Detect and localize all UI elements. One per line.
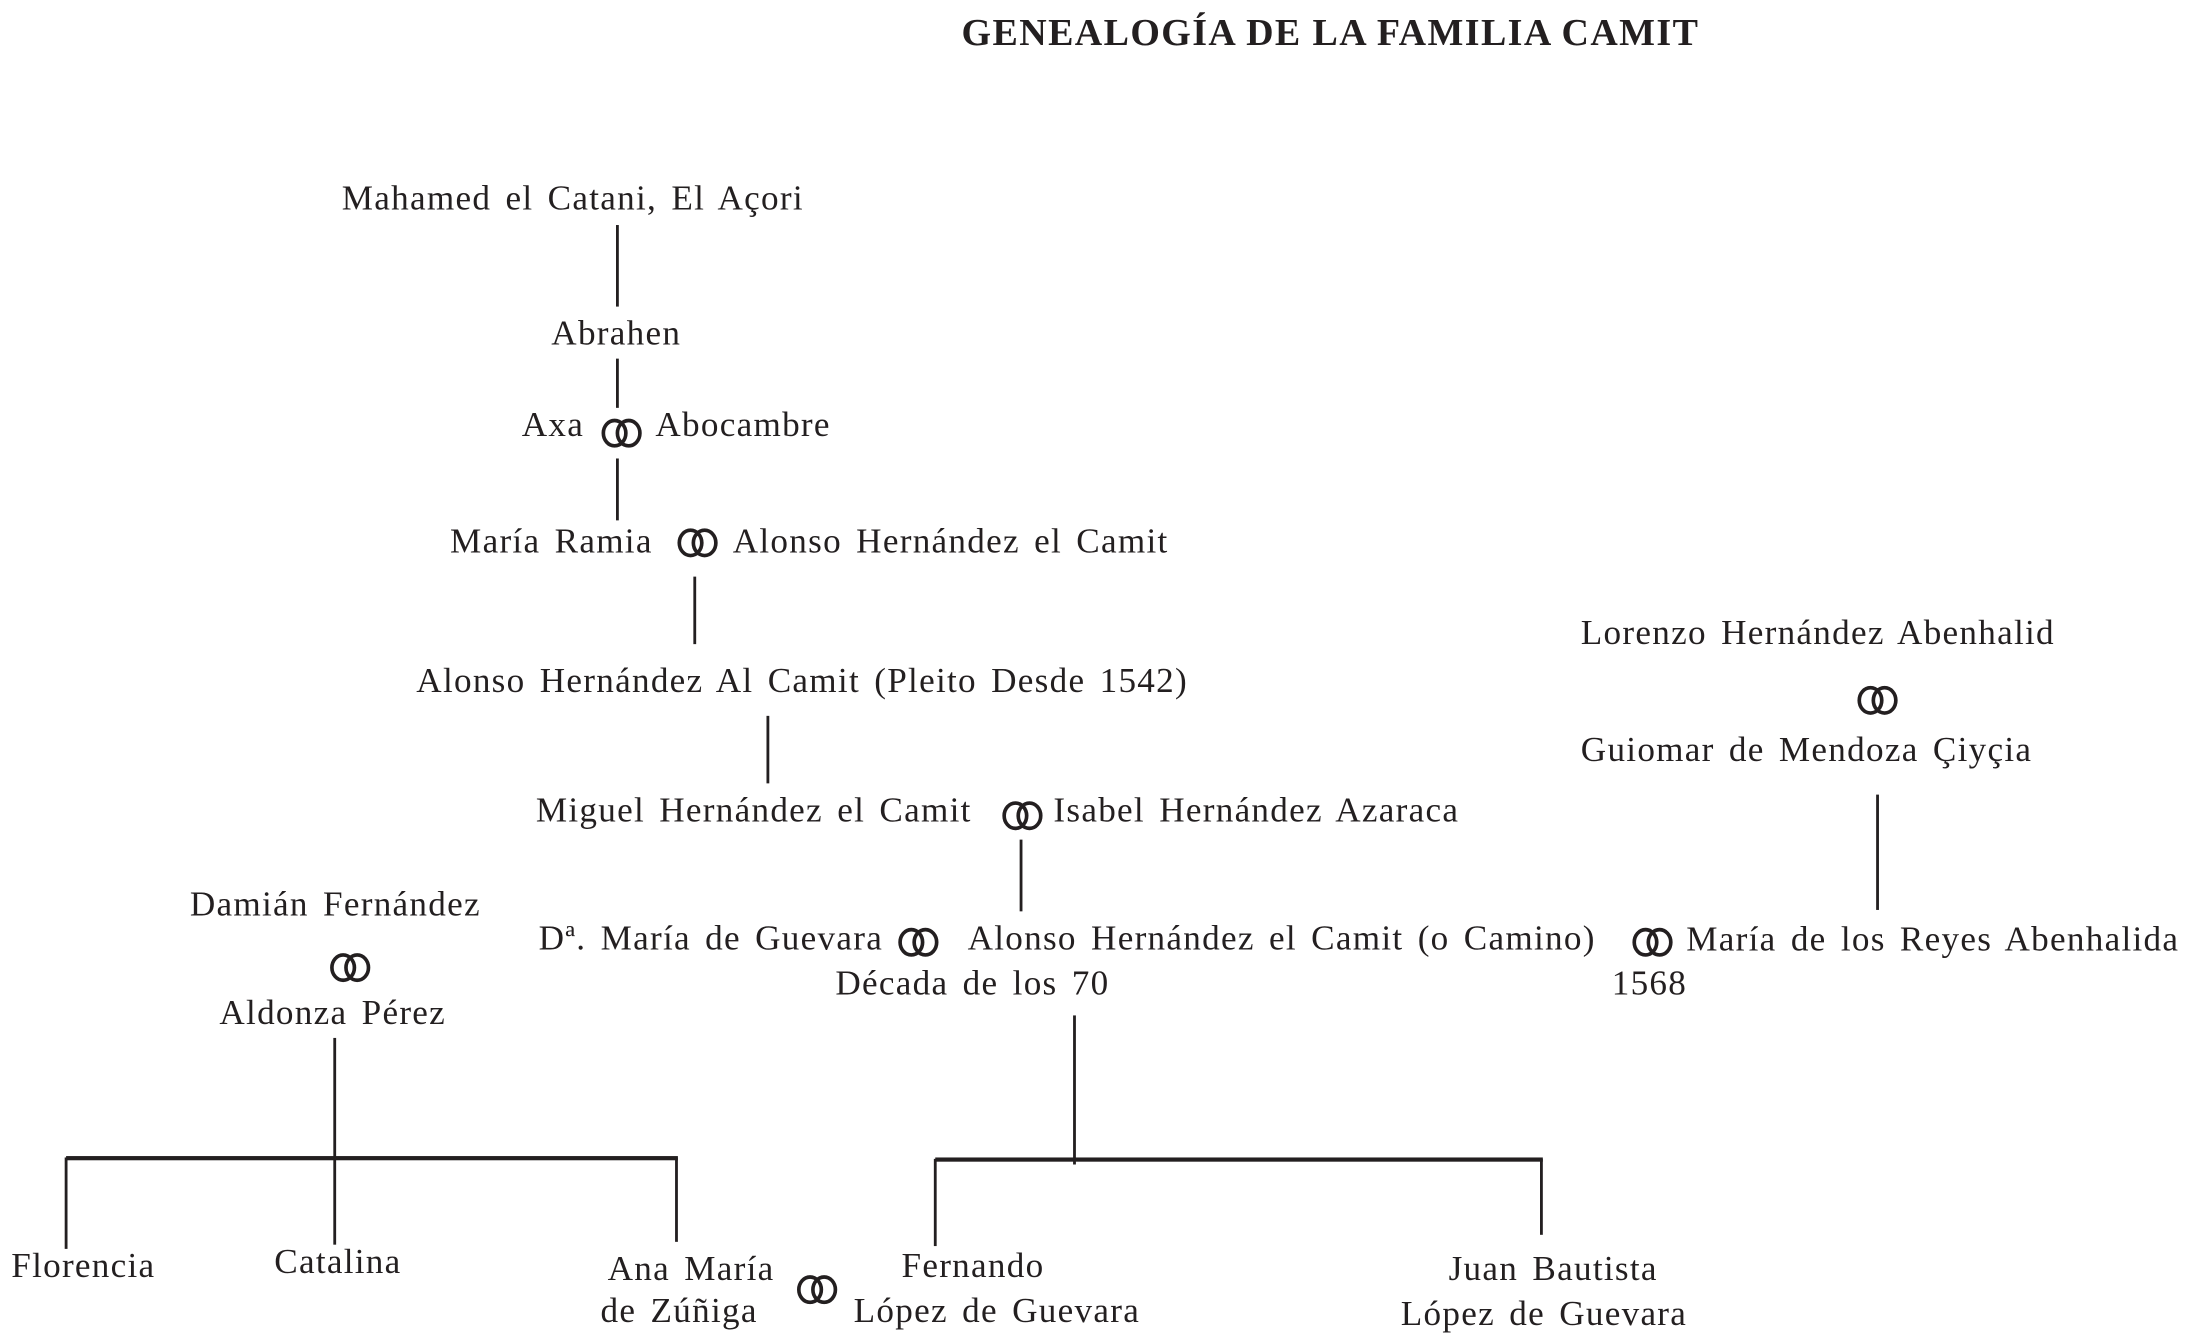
- person-catalina: Catalina: [274, 1243, 402, 1282]
- sibling-bar: [935, 1157, 1543, 1162]
- descent-line: [766, 715, 770, 784]
- marriage-date-label: 1568: [1611, 964, 1688, 1003]
- marriage-rings-icon: [1630, 927, 1675, 958]
- descent-line: [1019, 839, 1023, 912]
- person-florencia: Florencia: [11, 1247, 156, 1286]
- person-fernando-line2: López de Guevara: [853, 1292, 1141, 1331]
- marriage-date-label: Década de los 70: [835, 964, 1110, 1003]
- descent-line: [1876, 794, 1879, 910]
- descent-line: [1540, 1158, 1543, 1235]
- descent-line: [616, 225, 619, 307]
- descent-line: [616, 458, 619, 521]
- marriage-rings-icon: [599, 418, 644, 449]
- person-alonso-camino: Alonso Hernández el Camit (o Camino): [967, 919, 1596, 958]
- marriage-rings-icon: [1000, 800, 1045, 831]
- marriage-rings-icon: [795, 1274, 840, 1305]
- person-miguel: Miguel Hernández el Camit: [535, 791, 972, 830]
- person-lorenzo: Lorenzo Hernández Abenhalid: [1580, 614, 2055, 653]
- person-damian: Damián Fernández: [189, 886, 481, 925]
- person-alonso-al-camit: Alonso Hernández Al Camit (Pleito Desde …: [416, 662, 1188, 701]
- descent-line: [333, 1037, 337, 1245]
- sibling-bar: [66, 1156, 678, 1161]
- person-fernando-line1: Fernando: [901, 1247, 1045, 1286]
- person-guiomar: Guiomar de Mendoza Çiyçia: [1580, 731, 2033, 770]
- person-juan-bautista-line2: López de Guevara: [1400, 1295, 1688, 1334]
- person-axa: Axa: [521, 406, 585, 445]
- person-aldonza: Aldonza Pérez: [219, 994, 447, 1033]
- descent-line: [64, 1157, 68, 1249]
- person-isabel: Isabel Hernández Azaraca: [1053, 791, 1460, 830]
- descent-line: [1073, 1015, 1076, 1165]
- descent-line: [616, 358, 619, 408]
- marriage-rings-icon: [675, 527, 720, 558]
- descent-line: [693, 576, 697, 645]
- descent-line: [933, 1158, 937, 1247]
- person-alonso-hernandez-el-camit: Alonso Hernández el Camit: [732, 523, 1169, 562]
- diagram-title: GENEALOGÍA DE LA FAMILIA CAMIT: [961, 11, 1700, 54]
- person-ana-maria-line2: de Zúñiga: [600, 1292, 758, 1331]
- marriage-rings-icon: [896, 927, 941, 958]
- person-abocambre: Abocambre: [655, 406, 831, 445]
- descent-line: [675, 1157, 678, 1242]
- person-abrahen: Abrahen: [551, 315, 682, 354]
- person-maria-ramia: María Ramia: [450, 523, 653, 562]
- person-maria-de-los-reyes: María de los Reyes Abenhalida: [1686, 921, 2180, 960]
- person-mahamed: Mahamed el Catani, El Açori: [341, 180, 804, 218]
- marriage-rings-icon: [328, 952, 373, 983]
- person-juan-bautista-line1: Juan Bautista: [1448, 1250, 1658, 1289]
- marriage-rings-icon: [1855, 685, 1900, 716]
- person-ana-maria-line1: Ana María: [607, 1250, 775, 1289]
- person-maria-de-guevara: Dª. María de Guevara: [538, 919, 884, 958]
